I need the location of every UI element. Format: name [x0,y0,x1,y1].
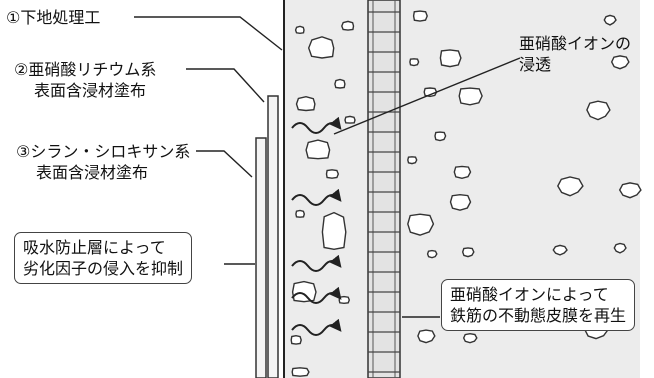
aggregate-stone [586,100,611,121]
aggregate-stone [409,58,420,67]
callout-water-barrier-line2: 劣化因子の侵入を抑制 [23,259,184,278]
leader-primer [134,16,283,51]
aggregate-stone [426,249,438,259]
aggregate-stone [618,182,642,199]
rebar-ribs [368,11,400,373]
aggregate-stone [412,10,428,22]
label-lithium-nitrite-line2: 表面含浸材塗布 [34,81,147,100]
aggregate-stone [325,169,340,179]
callout-rebar-passive-line2: 鉄筋の不動態皮膜を再生 [450,306,627,325]
callout-water-barrier: 吸水防止層によって 劣化因子の侵入を抑制 [14,232,193,284]
leader-silane [196,150,253,178]
wavy-arrow-icon [291,286,342,304]
aggregate-stone [461,247,475,258]
aggregate-stone [291,367,310,377]
wavy-arrow-icon [291,188,342,206]
aggregate-stone [603,14,617,26]
label-lithium-nitrite-line1: ②亜硝酸リチウム系 [14,60,157,79]
wavy-arrow-icon [291,254,342,272]
aggregate-stone [294,25,305,35]
aggregate-stones [290,10,642,377]
callout-water-barrier-line1: 吸水防止層によって [23,238,166,257]
label-primer-treatment: ①下地処理工 [6,8,101,27]
silane-coating-layer [255,137,267,378]
aggregate-stone [341,20,355,31]
aggregate-stone [291,280,317,303]
wavy-arrow-icon [291,116,342,134]
aggregate-stone [439,49,462,68]
aggregate-stone [552,244,568,256]
penetration-arrows [291,116,342,336]
aggregate-stone [556,176,584,197]
rebar [367,0,401,378]
label-silane-siloxane-impregnation: ③シラン・シロキサン系 表面含浸材塗布 [16,141,190,183]
aggregate-stone [613,242,627,254]
leader-lithium-nitrite [186,68,265,103]
leader-ion-penetration [333,57,521,135]
aggregate-stone [334,78,346,89]
label-nitrite-ion-penetration: 亜硝酸イオンの 浸透 [519,33,631,75]
aggregate-stone [305,139,331,160]
aggregate-stone [290,334,302,345]
aggregate-stone [407,213,435,236]
aggregate-stone [338,295,351,305]
aggregate-stone [321,211,347,251]
label-silane-line2: 表面含浸材塗布 [36,163,149,182]
wavy-arrow-icon [291,318,342,336]
label-ion-penetration-line1: 亜硝酸イオンの [519,34,632,53]
leader-lines [134,16,521,318]
aggregate-stone [295,209,306,218]
aggregate-stone [295,95,316,112]
aggregate-stone [453,165,472,180]
aggregate-stone [434,131,447,142]
aggregate-stone [610,55,630,70]
lithium-nitrite-coating-layer [267,95,279,378]
callout-rebar-passive-line1: 亜硝酸イオンによって [450,285,609,304]
aggregate-stone [462,332,478,344]
label-ion-penetration-line2: 浸透 [519,55,552,74]
aggregate-stone [458,87,483,106]
label-silane-line1: ③シラン・シロキサン系 [16,142,191,161]
callout-rebar-passive-film: 亜硝酸イオンによって 鉄筋の不動態皮膜を再生 [441,279,636,331]
aggregate-stone [307,36,335,59]
label-lithium-nitrite-impregnation: ②亜硝酸リチウム系 表面含浸材塗布 [14,59,156,101]
aggregate-stone [423,87,438,98]
aggregate-stone [407,156,418,165]
aggregate-stone [449,193,472,211]
aggregate-stone [417,329,436,344]
aggregate-stone [344,115,356,124]
